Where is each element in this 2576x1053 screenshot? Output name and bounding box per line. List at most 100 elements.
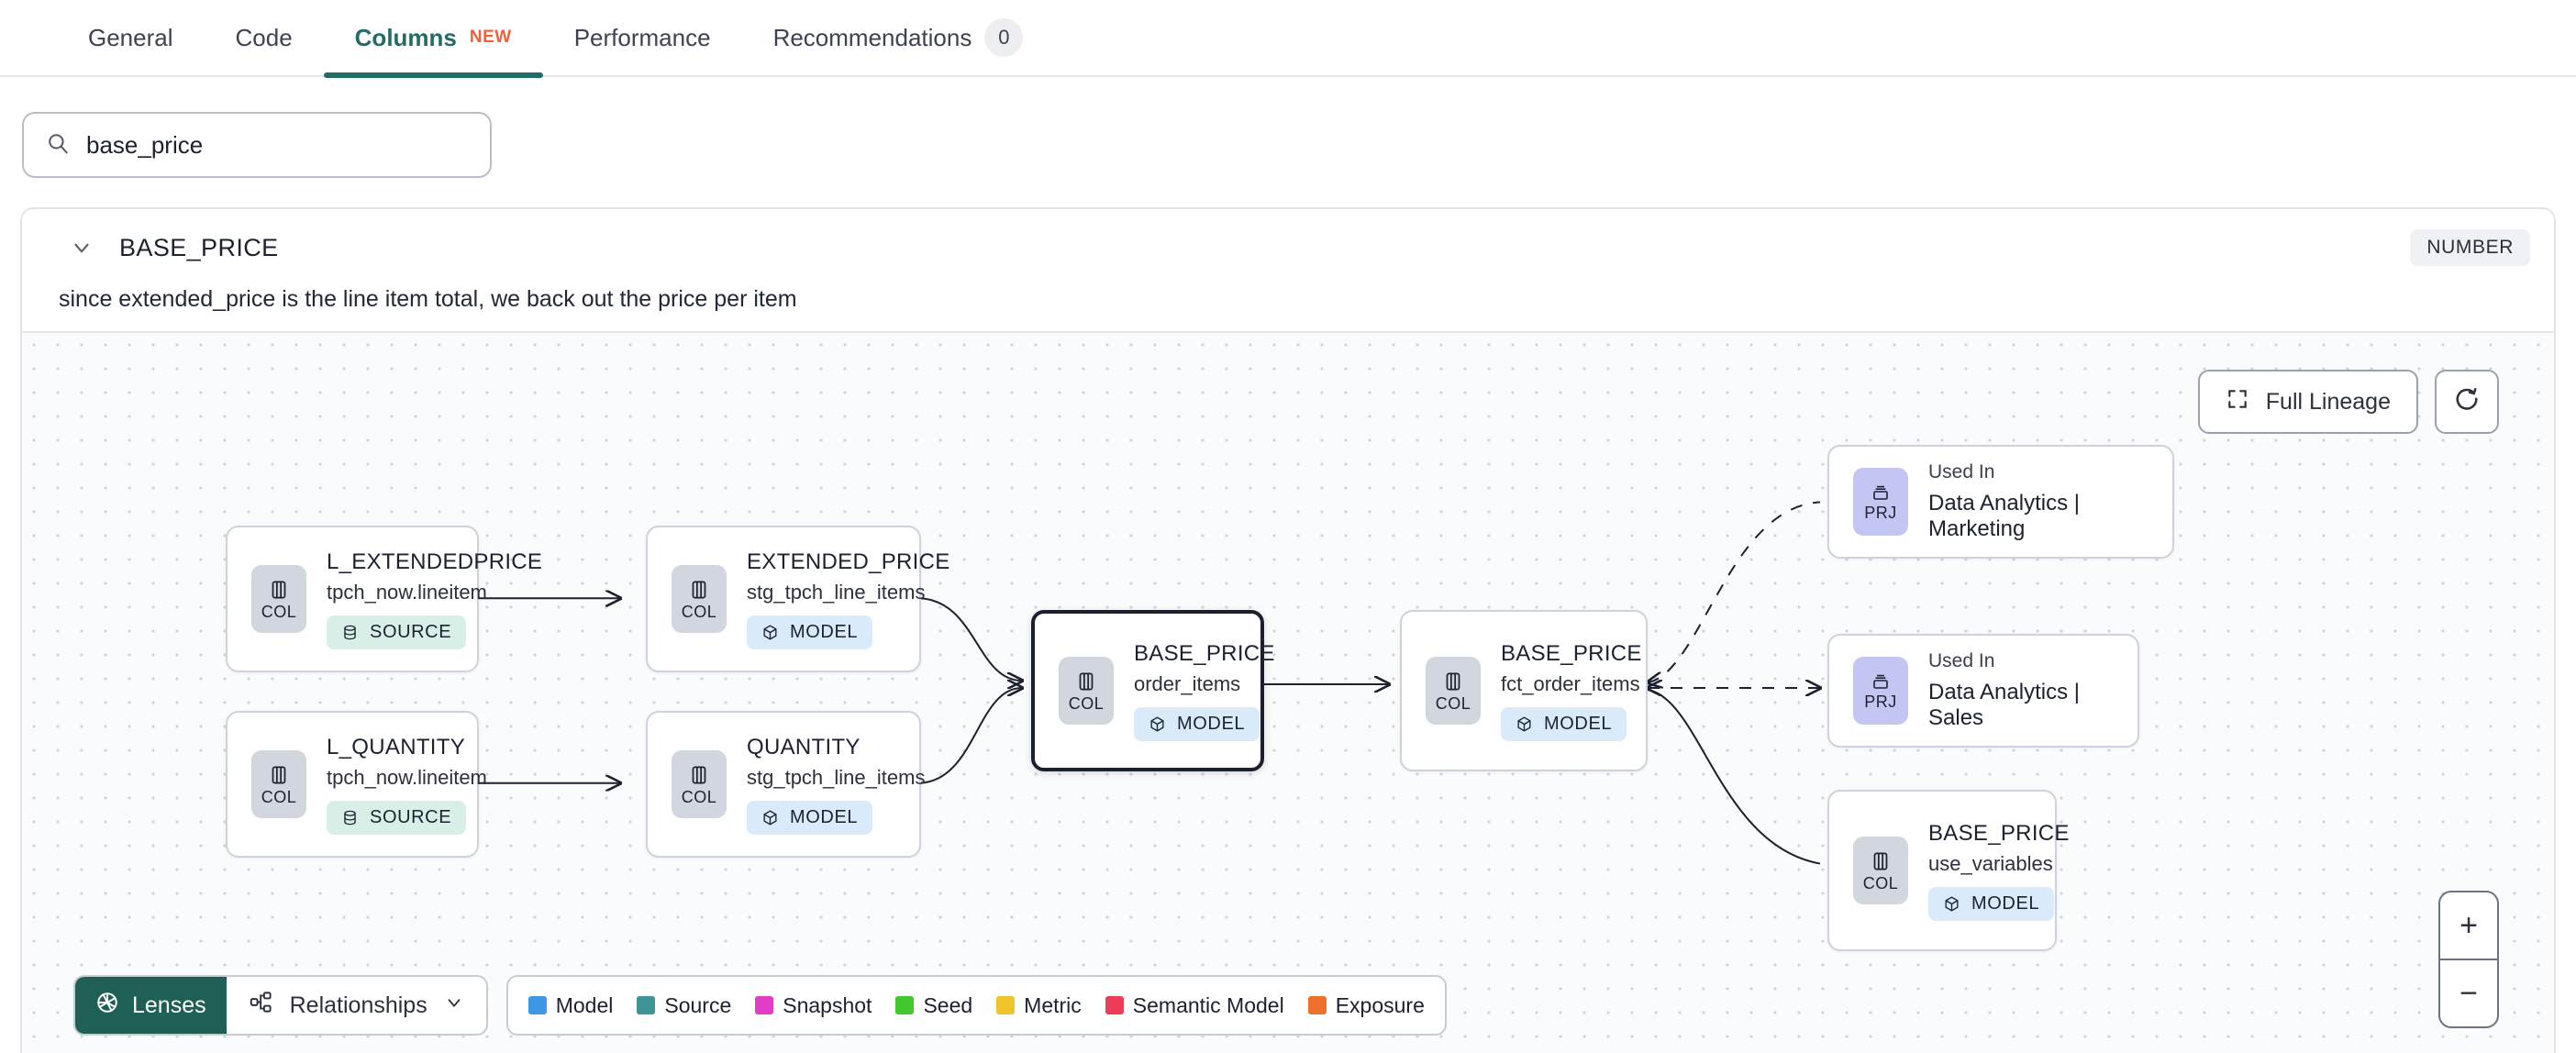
lenses-button[interactable]: Lenses bbox=[75, 977, 227, 1034]
legend-swatch bbox=[1105, 996, 1124, 1014]
node-body: L_QUANTITY tpch_now.lineitem SOURCE bbox=[327, 735, 487, 835]
legend-item-exposure: Exposure bbox=[1307, 992, 1425, 1018]
lenses-label: Lenses bbox=[132, 992, 206, 1018]
zoom-in-button[interactable]: + bbox=[2440, 892, 2497, 960]
used-in-name: Data Analytics | Marketing bbox=[1928, 491, 2080, 541]
legend-item-model: Model bbox=[527, 992, 614, 1018]
node-title: BASE_PRICE bbox=[1134, 640, 1275, 666]
tab-recommendations[interactable]: Recommendations 0 bbox=[742, 0, 1055, 76]
legend-swatch bbox=[527, 996, 547, 1014]
lineage-edges bbox=[477, 501, 2554, 865]
node-title: L_QUANTITY bbox=[327, 734, 466, 759]
tab-columns[interactable]: Columns NEW bbox=[323, 0, 543, 78]
legend-item-seed: Seed bbox=[895, 993, 972, 1018]
legend-item-semantic-model: Semantic Model bbox=[1105, 993, 1284, 1018]
node-subtitle: order_items bbox=[1134, 671, 1241, 695]
search-input[interactable] bbox=[86, 130, 468, 160]
full-lineage-button[interactable]: Full Lineage bbox=[2197, 370, 2418, 434]
materialization-label: MODEL bbox=[1971, 892, 2040, 914]
tab-label: Columns bbox=[354, 23, 457, 51]
lineage-node-quantity[interactable]: COL QUANTITY stg_tpch_line_items MODEL bbox=[646, 711, 925, 858]
node-subtitle: use_variables bbox=[1928, 851, 2053, 875]
recommendations-count-badge: 0 bbox=[984, 18, 1024, 57]
tab-label: Performance bbox=[573, 23, 711, 51]
lineage-canvas[interactable]: COL L_EXTENDEDPRICE tpch_now.lineitem SO… bbox=[22, 331, 2554, 1053]
search-icon bbox=[46, 131, 70, 160]
kind-label: COL bbox=[681, 788, 717, 806]
lenses-group: Lenses Relationships bbox=[73, 975, 488, 1036]
tab-label: Code bbox=[235, 23, 293, 51]
used-in-label: Used In bbox=[1928, 650, 1995, 671]
kind-label: COL bbox=[681, 603, 717, 621]
column-type-badge: NUMBER bbox=[2410, 229, 2530, 266]
legend-label: Semantic Model bbox=[1132, 992, 1284, 1017]
materialization-label: MODEL bbox=[790, 806, 859, 827]
lineage-node-l-quantity[interactable]: COL L_QUANTITY tpch_now.lineitem SOURCE bbox=[226, 711, 487, 858]
lineage-node-base-price-use-variables[interactable]: COL BASE_PRICE use_variables MODEL bbox=[1827, 790, 2069, 951]
node-body: BASE_PRICE order_items MODEL bbox=[1134, 641, 1275, 741]
materialization-label: MODEL bbox=[790, 621, 859, 642]
kind-label: COL bbox=[1435, 694, 1471, 713]
node-subtitle: stg_tpch_line_items bbox=[747, 580, 926, 604]
materialization-badge: SOURCE bbox=[327, 615, 467, 649]
node-title: L_EXTENDEDPRICE bbox=[327, 549, 543, 574]
node-body: QUANTITY stg_tpch_line_items MODEL bbox=[747, 735, 925, 835]
legend-swatch bbox=[637, 996, 656, 1014]
tab-general[interactable]: General bbox=[57, 0, 205, 76]
legend-label: Model bbox=[555, 992, 614, 1017]
tab-label: Recommendations bbox=[772, 23, 972, 51]
materialization-label: MODEL bbox=[1544, 713, 1613, 734]
col-kind-chip: COL bbox=[251, 565, 306, 633]
lineage-node-base-price-order-items[interactable]: COL BASE_PRICE order_items MODEL bbox=[1031, 610, 1274, 771]
lineage-node-used-in-marketing[interactable]: PRJ Used In Data Analytics | Marketing bbox=[1827, 445, 2174, 559]
page-title: BASE_PRICE bbox=[119, 233, 279, 261]
legend-swatch bbox=[755, 996, 774, 1014]
node-title: QUANTITY bbox=[747, 734, 861, 759]
lineage-node-used-in-sales[interactable]: PRJ Used In Data Analytics | Sales bbox=[1827, 634, 2139, 748]
tab-code[interactable]: Code bbox=[205, 0, 324, 76]
used-in-name: Data Analytics | Sales bbox=[1928, 680, 2080, 730]
chevron-down-icon[interactable] bbox=[70, 236, 94, 260]
col-kind-chip: COL bbox=[1426, 657, 1481, 725]
node-subtitle: fct_order_items bbox=[1501, 671, 1640, 695]
used-in-label: Used In bbox=[1928, 461, 1995, 482]
col-kind-chip: COL bbox=[1059, 657, 1114, 725]
col-kind-chip: COL bbox=[1853, 837, 1908, 904]
materialization-label: SOURCE bbox=[370, 621, 452, 642]
zoom-controls[interactable]: + − bbox=[2438, 891, 2499, 1028]
relationships-label: Relationships bbox=[289, 992, 427, 1018]
materialization-badge: SOURCE bbox=[327, 800, 467, 835]
legend-item-snapshot: Snapshot bbox=[755, 993, 872, 1018]
lineage-node-l-extendedprice[interactable]: COL L_EXTENDEDPRICE tpch_now.lineitem SO… bbox=[226, 526, 542, 672]
lineage-toolbar: Lenses Relationships bbox=[73, 975, 1447, 1036]
node-subtitle: tpch_now.lineitem bbox=[327, 580, 487, 604]
materialization-badge: MODEL bbox=[1134, 706, 1260, 741]
legend-label: Exposure bbox=[1335, 992, 1425, 1017]
node-body: BASE_PRICE use_variables MODEL bbox=[1928, 821, 2070, 921]
node-type-legend: Model Source Snapshot Seed Metric bbox=[505, 975, 1447, 1036]
tab-performance[interactable]: Performance bbox=[543, 0, 742, 76]
kind-label: COL bbox=[1068, 694, 1105, 713]
kind-label: PRJ bbox=[1864, 504, 1897, 522]
legend-item-metric: Metric bbox=[996, 993, 1082, 1018]
expand-icon bbox=[2226, 387, 2249, 417]
tab-bar: General Code Columns NEW Performance Rec… bbox=[0, 0, 2576, 78]
node-body: EXTENDED_PRICE stg_tpch_line_items MODEL bbox=[747, 549, 950, 649]
node-body: Used In Data Analytics | Marketing bbox=[1928, 461, 2149, 542]
zoom-out-button[interactable]: − bbox=[2459, 975, 2478, 1011]
lineage-node-extended-price[interactable]: COL EXTENDED_PRICE stg_tpch_line_items M… bbox=[646, 526, 949, 672]
node-subtitle: stg_tpch_line_items bbox=[747, 765, 926, 789]
legend-label: Metric bbox=[1024, 992, 1082, 1017]
materialization-badge: MODEL bbox=[747, 800, 873, 835]
legend-label: Source bbox=[664, 992, 732, 1017]
legend-swatch bbox=[1307, 996, 1327, 1014]
kind-label: PRJ bbox=[1864, 693, 1897, 711]
lineage-node-base-price-fct-order-items[interactable]: COL BASE_PRICE fct_order_items MODEL bbox=[1400, 610, 1648, 771]
node-title: BASE_PRICE bbox=[1928, 820, 2070, 846]
node-subtitle: tpch_now.lineitem bbox=[327, 765, 487, 789]
column-panel: BASE_PRICE NUMBER since extended_price i… bbox=[20, 207, 2556, 1053]
legend-item-source: Source bbox=[637, 993, 731, 1018]
relationships-button[interactable]: Relationships bbox=[227, 977, 486, 1034]
refresh-button[interactable] bbox=[2435, 370, 2499, 434]
search-box[interactable] bbox=[22, 112, 492, 178]
